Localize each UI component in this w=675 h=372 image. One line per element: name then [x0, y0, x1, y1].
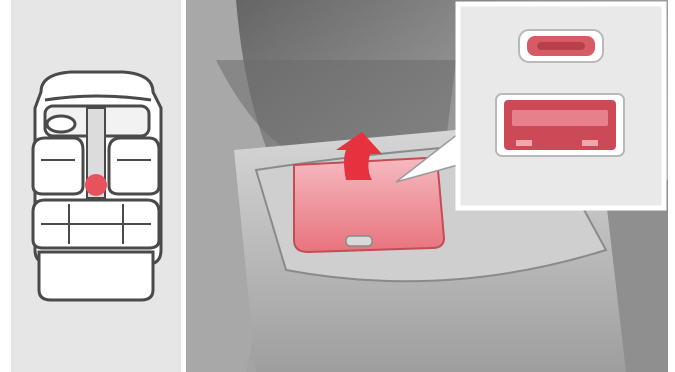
steering-wheel-icon: [47, 116, 75, 132]
trunk-outline: [39, 252, 153, 300]
car-location-panel: [11, 0, 181, 372]
console-illustration: [186, 0, 668, 372]
location-marker-icon: [85, 174, 107, 196]
front-right-seat: [109, 138, 159, 194]
car-top-view-icon: [11, 0, 181, 372]
console-detail-panel: [186, 0, 668, 372]
front-left-seat: [33, 138, 83, 194]
